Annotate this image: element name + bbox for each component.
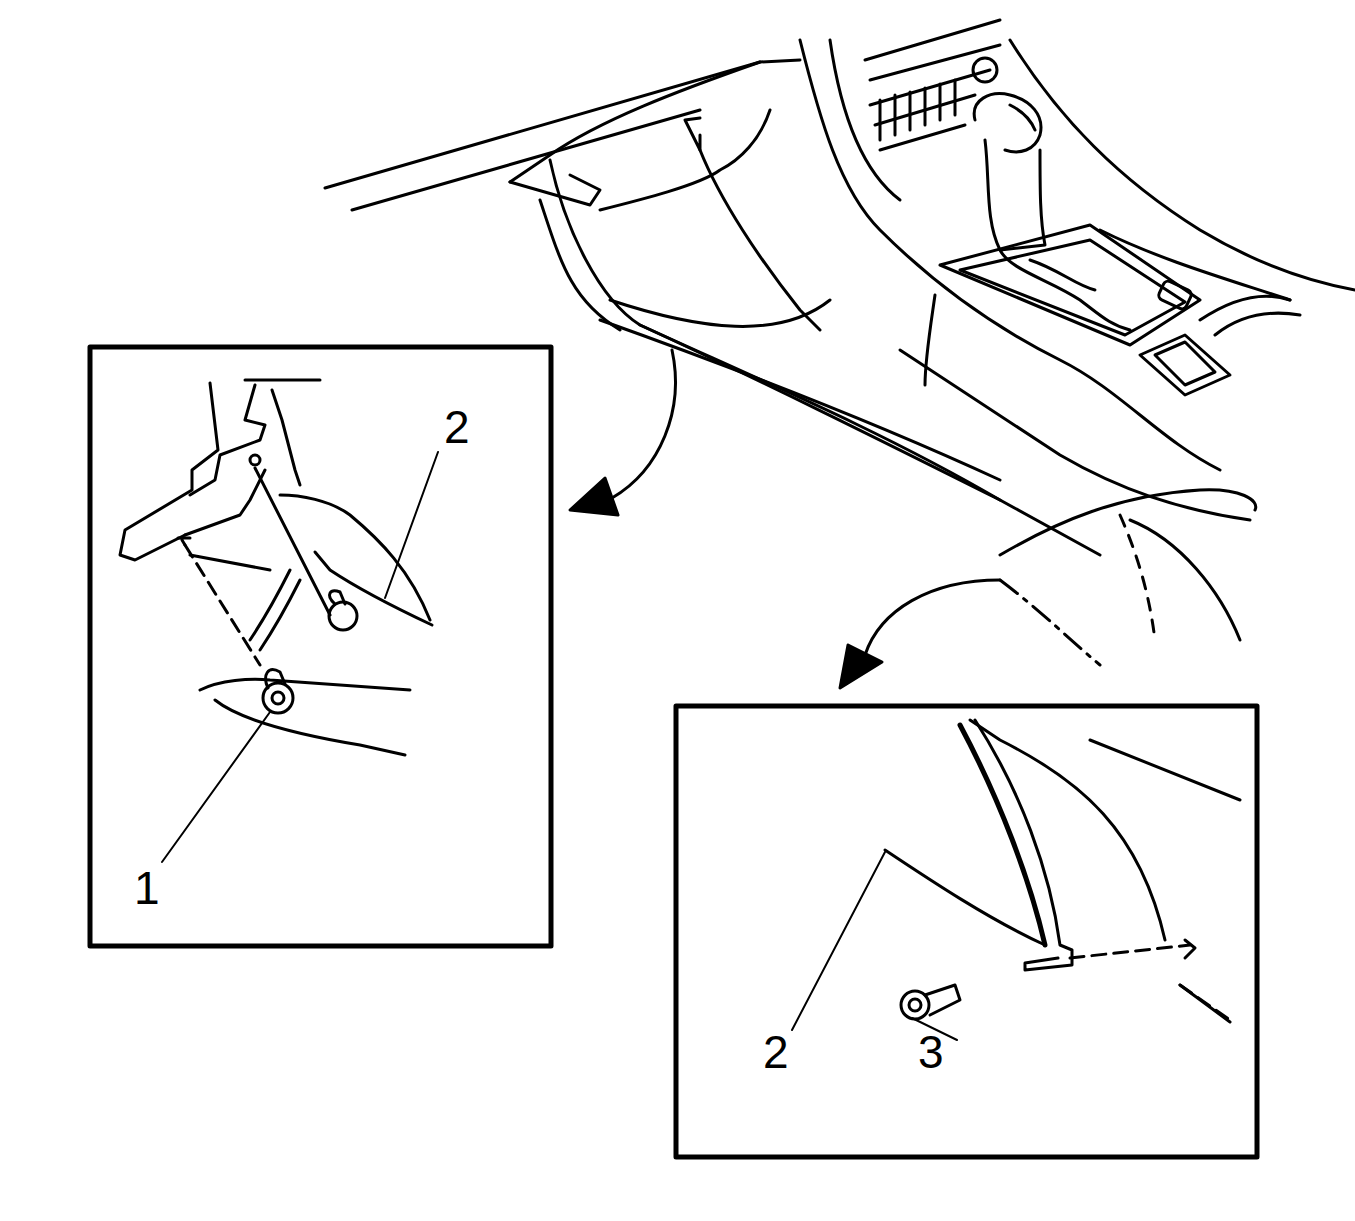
knee-panel (700, 150, 820, 330)
cup-holder (1155, 342, 1215, 385)
console-edge (250, 570, 300, 650)
install-line (1185, 940, 1195, 958)
shift-boot (1030, 260, 1095, 290)
console-bezel (1100, 230, 1290, 300)
view-arrow-head (840, 645, 882, 688)
knee-panel (600, 110, 770, 210)
shift-boot (1000, 250, 1130, 330)
trim-edge (510, 60, 800, 182)
console-side (610, 300, 830, 326)
callout-number: 2 (444, 404, 470, 450)
hidden-edge (1000, 580, 1100, 665)
shift-knob (1010, 105, 1035, 130)
panel-bracket (190, 380, 320, 495)
dash-edge (325, 62, 760, 188)
detail-frame (90, 347, 551, 946)
view-arrow (865, 580, 1000, 655)
push-pin (330, 591, 345, 604)
push-pin (925, 985, 960, 1015)
console-edge (315, 552, 432, 625)
console-edge (280, 495, 430, 620)
knee-panel (685, 118, 700, 150)
console-panel-edge (885, 850, 1045, 945)
shift-bezel (960, 240, 1185, 335)
shift-bezel (940, 225, 1200, 345)
console-bezel (1200, 296, 1300, 335)
push-pin (272, 692, 284, 704)
vent (865, 20, 1000, 150)
push-pin (266, 670, 285, 688)
callout-number: 3 (918, 1029, 944, 1075)
leader-line (162, 712, 270, 862)
trim-edge (1090, 740, 1240, 800)
callout-number: 2 (763, 1029, 789, 1075)
view-arrow-head (570, 478, 618, 515)
panel-bracket (272, 390, 300, 485)
install-line (1070, 945, 1230, 1020)
seat (1000, 490, 1256, 555)
console-edge (900, 350, 1250, 520)
console-bezel (1010, 40, 1355, 290)
trim-edge (1180, 985, 1230, 1022)
seat (1130, 520, 1240, 640)
detail-frame (676, 706, 1257, 1157)
leader-line (792, 852, 885, 1030)
console-panel-edge (970, 720, 1165, 940)
install-line (185, 545, 260, 665)
leader-line (385, 452, 438, 598)
vent-louver (880, 80, 955, 140)
dash-edge (352, 110, 700, 210)
button (1157, 280, 1193, 311)
hidden-edge (1120, 515, 1155, 640)
panel-bracket (120, 383, 218, 560)
view-arrow (612, 350, 675, 498)
console-edge (190, 555, 270, 570)
shift-lever (985, 140, 1045, 250)
callout-number: 1 (134, 865, 160, 911)
panel-bracket (185, 470, 265, 535)
knob (973, 58, 997, 82)
fastener-hole (250, 455, 260, 465)
console-panel-edge (975, 720, 1072, 970)
console-side (540, 200, 620, 330)
push-pin (909, 999, 921, 1011)
push-pin (329, 602, 357, 630)
console-edge (200, 679, 410, 755)
cup-holder (1140, 335, 1230, 395)
console-side (600, 320, 1000, 480)
